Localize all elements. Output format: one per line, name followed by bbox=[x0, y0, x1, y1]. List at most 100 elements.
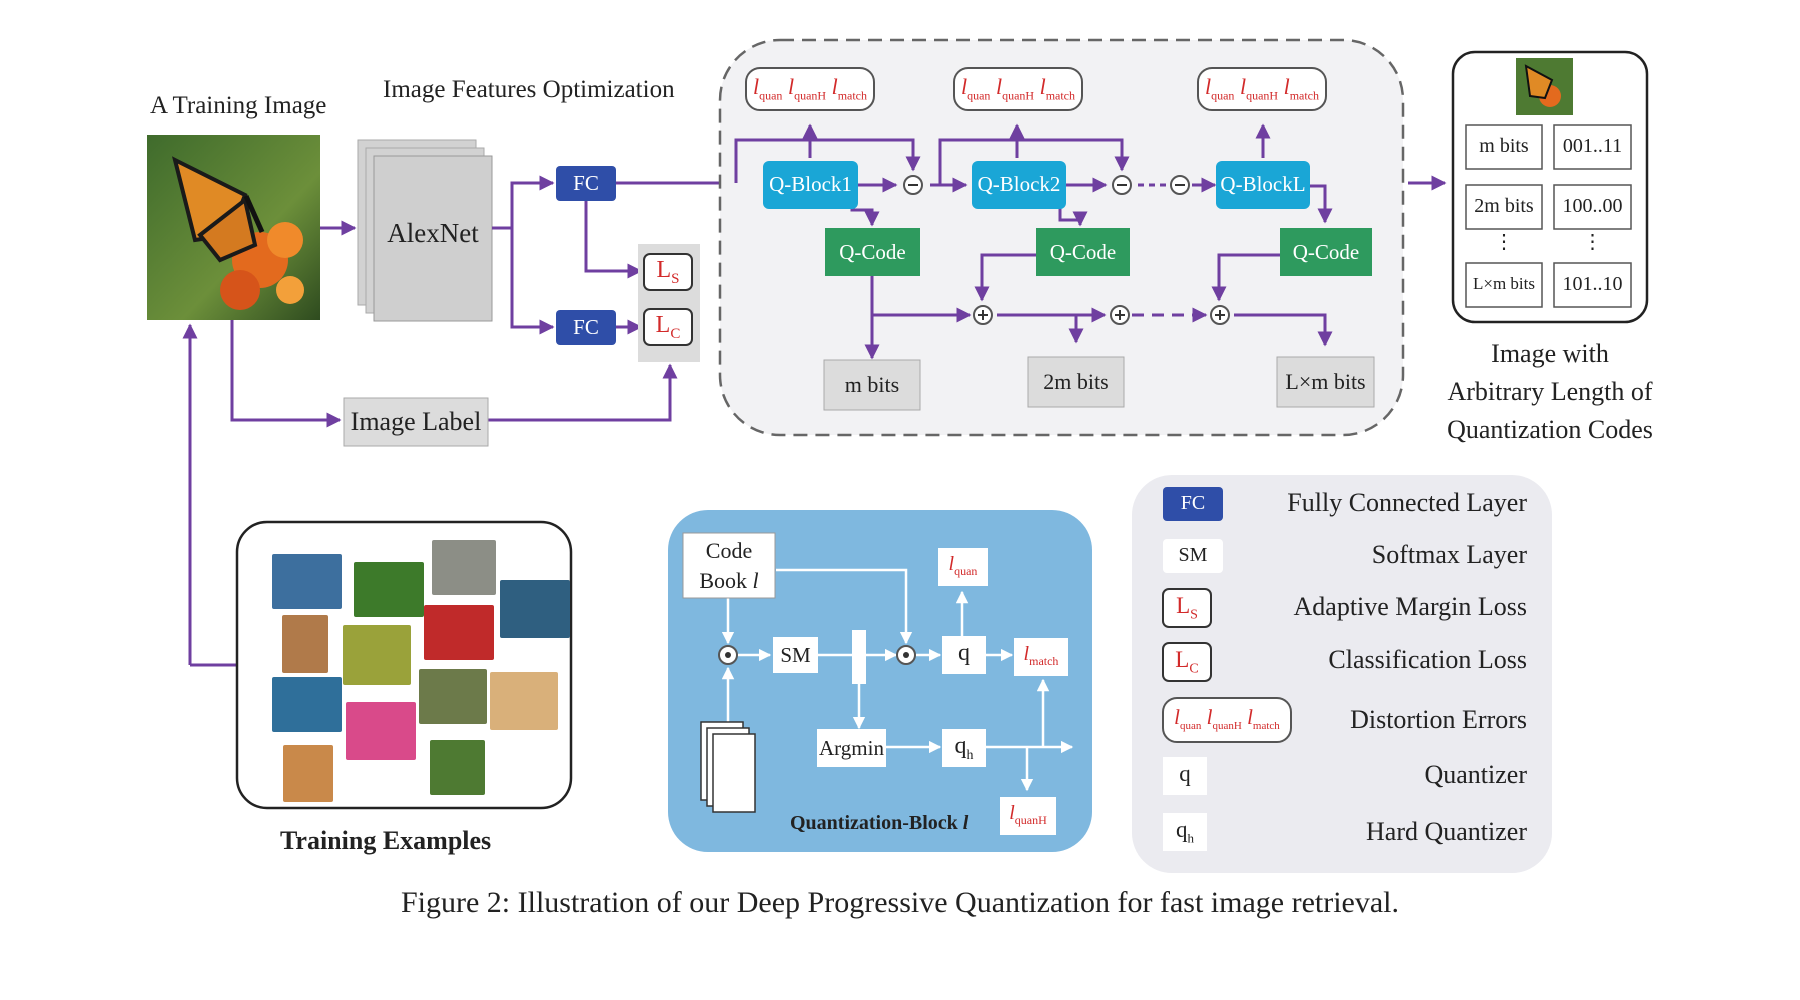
lmatch-box bbox=[1014, 638, 1068, 676]
features-optimization-title: Image Features Optimization bbox=[383, 76, 675, 103]
thumb-dog bbox=[490, 672, 558, 730]
thumb-cat bbox=[282, 615, 328, 673]
thumb-flowers bbox=[346, 702, 416, 760]
legend-q-symbol bbox=[1163, 757, 1207, 795]
output-row-1-code: 001..11 bbox=[1562, 135, 1623, 157]
output-dots-1: ⋮ bbox=[1494, 231, 1514, 253]
legend-lc-symbol bbox=[1162, 642, 1212, 682]
argmin-label: Argmin bbox=[819, 736, 884, 760]
output-caption-line-3: Quantization Codes bbox=[1447, 415, 1653, 444]
fc-block-top bbox=[556, 166, 616, 201]
q-block-L-label: Q-BlockL bbox=[1220, 172, 1306, 196]
output-thumbnail bbox=[1516, 58, 1573, 115]
output-caption-line-2: Arbitrary Length of bbox=[1447, 377, 1653, 406]
legend-ls-symbol bbox=[1162, 588, 1212, 628]
legend-loss-symbol bbox=[1162, 697, 1292, 743]
pipeline-arrows bbox=[734, 123, 1333, 360]
legend-lc-symbol-label: LC bbox=[1175, 647, 1199, 677]
training-image-title: A Training Image bbox=[150, 92, 327, 119]
ls-box bbox=[643, 253, 693, 291]
fc-block-bottom bbox=[556, 310, 616, 345]
bits-box-1 bbox=[823, 359, 921, 411]
q-box bbox=[942, 636, 986, 674]
q-block-L bbox=[1216, 161, 1310, 209]
loss-label-L: lquan lquanH lmatch bbox=[1204, 74, 1320, 103]
thumb-deer bbox=[419, 669, 487, 724]
legend-qh-symbol-label: qh bbox=[1176, 817, 1194, 846]
q-block-2 bbox=[972, 161, 1066, 209]
qh-label: qh bbox=[954, 733, 974, 763]
sm-label: SM bbox=[780, 643, 811, 667]
legend-text-distortion: Distortion Errors bbox=[1350, 705, 1527, 734]
legend-text-fc: Fully Connected Layer bbox=[1287, 488, 1527, 517]
split-bar bbox=[852, 630, 866, 684]
output-row-3-label: L×m bits bbox=[1472, 274, 1535, 293]
loss-label-1: lquan lquanH lmatch bbox=[752, 74, 868, 103]
legend-text-sm: Softmax Layer bbox=[1371, 540, 1527, 569]
fc-bottom-label: FC bbox=[573, 315, 599, 339]
legend-fc-symbol-label: FC bbox=[1180, 492, 1206, 514]
bits-label-1: m bits bbox=[844, 372, 900, 397]
lquan-box bbox=[938, 548, 988, 586]
q-block-2-label: Q-Block2 bbox=[977, 172, 1061, 196]
q-code-1-label: Q-Code bbox=[839, 240, 906, 264]
q-code-2-label: Q-Code bbox=[1049, 240, 1117, 264]
image-label-text: Image Label bbox=[350, 407, 482, 436]
qh-box bbox=[942, 729, 986, 767]
output-caption-line-1: Image with bbox=[1491, 339, 1609, 368]
alexnet-block bbox=[357, 139, 493, 322]
codebook-box bbox=[682, 532, 776, 599]
q-code-2 bbox=[1036, 228, 1130, 276]
alexnet-label: AlexNet bbox=[387, 218, 479, 248]
bits-label-L: L×m bits bbox=[1285, 369, 1366, 394]
figure-caption: Figure 2: Illustration of our Deep Progr… bbox=[400, 886, 1400, 919]
legend-sm-symbol-label: SM bbox=[1178, 544, 1208, 566]
loss-box-1 bbox=[745, 67, 875, 111]
bits-box-2 bbox=[1027, 356, 1125, 408]
legend-sm-symbol bbox=[1163, 539, 1223, 573]
training-image bbox=[147, 135, 320, 320]
thumb-car bbox=[272, 677, 342, 732]
lc-label: LC bbox=[655, 312, 681, 342]
lquanh-box bbox=[1000, 797, 1056, 835]
output-panel bbox=[1451, 50, 1649, 324]
q-code-L-label: Q-Code bbox=[1292, 240, 1360, 264]
legend-q-symbol-label: q bbox=[1179, 761, 1191, 786]
detail-arrows bbox=[721, 568, 1074, 792]
lmatch-label: lmatch bbox=[1023, 643, 1059, 668]
output-row-2-label: 2m bits bbox=[1474, 195, 1534, 217]
codebook-label: Code Book l bbox=[683, 536, 775, 596]
legend-panel bbox=[1132, 475, 1552, 873]
q-block-1-label: Q-Block1 bbox=[769, 172, 852, 196]
network-arrows bbox=[182, 175, 1447, 667]
argmin-box bbox=[817, 729, 886, 767]
thumb-truck bbox=[424, 605, 494, 660]
output-dots-2: ⋮ bbox=[1582, 231, 1603, 253]
image-label-box bbox=[343, 397, 489, 447]
q-code-1 bbox=[825, 228, 920, 276]
thumb-airplane bbox=[272, 554, 342, 609]
legend-text-qh: Hard Quantizer bbox=[1366, 817, 1527, 846]
legend-fc-symbol bbox=[1163, 487, 1223, 521]
lquan-label: lquan bbox=[948, 553, 978, 578]
thumb-bird bbox=[343, 625, 411, 685]
q-label: q bbox=[958, 640, 970, 666]
bits-label-2: 2m bits bbox=[1043, 369, 1109, 394]
loss-label-2: lquan lquanH lmatch bbox=[960, 74, 1076, 103]
bits-box-L bbox=[1276, 356, 1375, 408]
output-cells bbox=[1465, 124, 1632, 308]
legend-ls-symbol-label: LS bbox=[1176, 593, 1198, 623]
sm-box bbox=[773, 637, 818, 673]
legend-text-ls: Adaptive Margin Loss bbox=[1293, 592, 1528, 621]
codebook-stack-icon bbox=[700, 721, 756, 813]
thumb-puppy bbox=[283, 745, 333, 802]
q-block-1 bbox=[763, 161, 858, 209]
output-row-3-code: 101..10 bbox=[1562, 273, 1623, 295]
ls-label: LS bbox=[656, 257, 680, 287]
q-code-L bbox=[1280, 228, 1372, 276]
thumb-horse bbox=[432, 540, 496, 595]
thumb-butterfly bbox=[430, 740, 485, 795]
training-examples-title: Training Examples bbox=[280, 826, 492, 855]
legend-text-q: Quantizer bbox=[1424, 760, 1527, 789]
